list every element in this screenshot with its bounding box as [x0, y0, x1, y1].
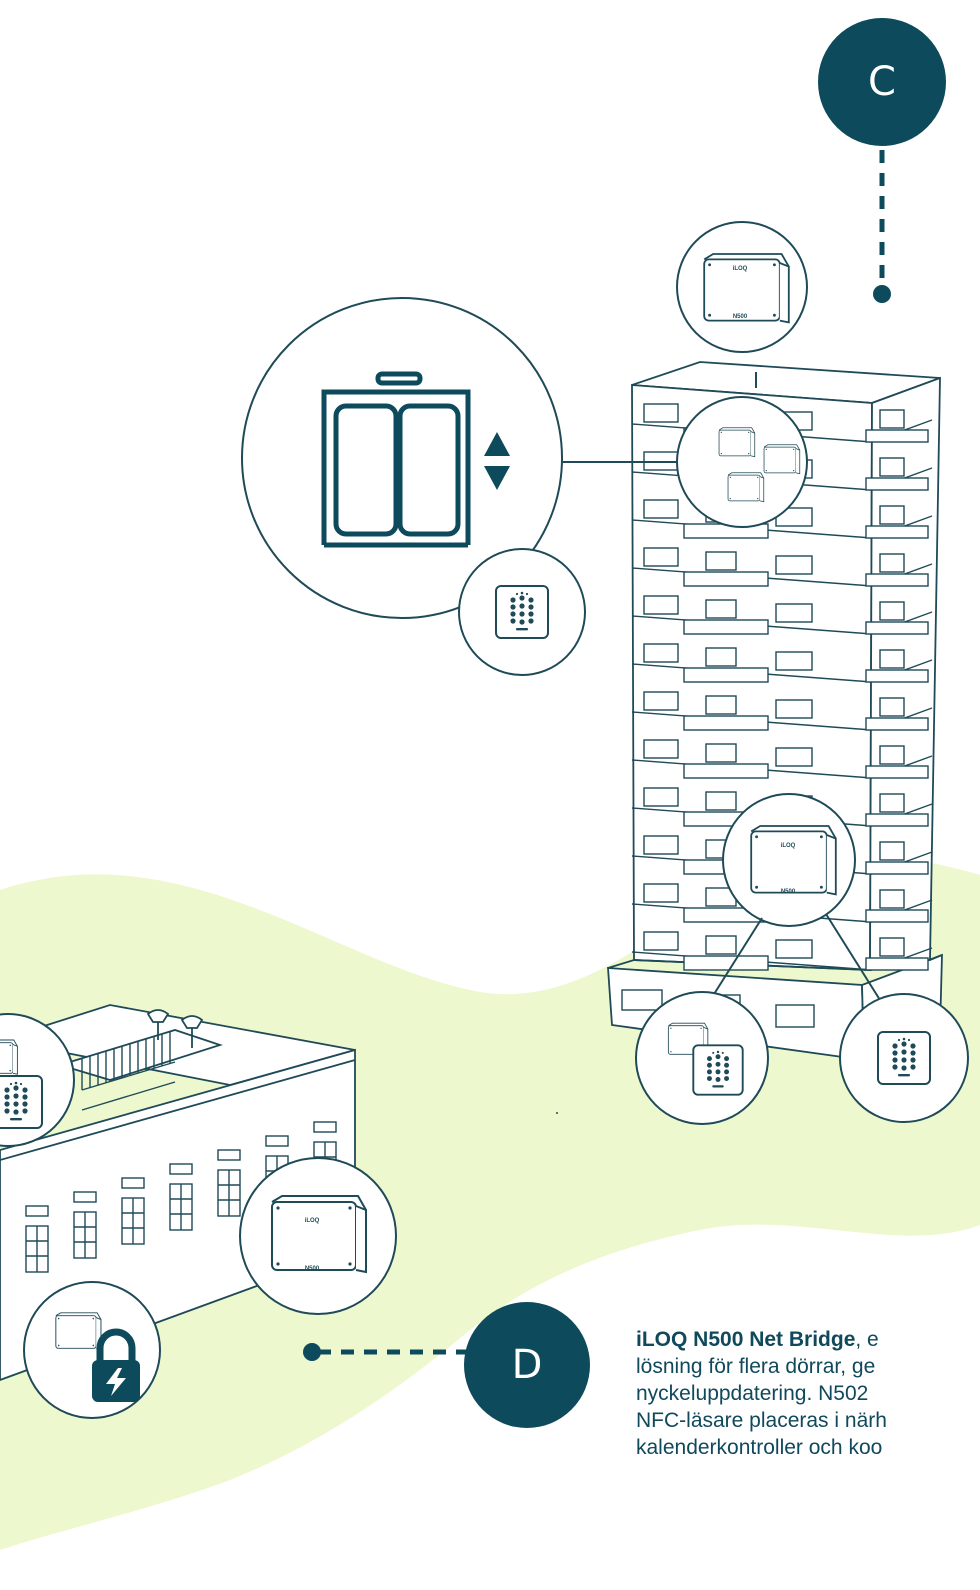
device-brand-label: iLOQ: [305, 1218, 320, 1224]
caption-product-name: iLOQ N500 Net Bridge: [636, 1328, 856, 1351]
connector-c-dot: [873, 285, 891, 303]
net-bridge-callout-top: iLOQ N500: [676, 221, 808, 353]
caption-line-2: lösning för flera dörrar, ge: [636, 1355, 876, 1378]
badge-d-label: D: [512, 1342, 543, 1388]
device-model-label: N500: [305, 1266, 320, 1272]
caption-line-3: nyckeluppdatering. N502: [636, 1382, 869, 1405]
connector-d-dot: [303, 1343, 321, 1361]
badge-d: D: [464, 1302, 590, 1428]
keypad-callout-low-building: [0, 1013, 75, 1147]
caption-line-5: kalenderkontroller och koo: [636, 1436, 883, 1459]
keypad-callout-elevator: [458, 548, 586, 676]
caption-line-1: iLOQ N500 Net Bridge, e: [636, 1326, 980, 1353]
elevator-icon: [321, 371, 471, 548]
device-model-label: N500: [733, 314, 748, 320]
device-brand-label: iLOQ: [733, 266, 748, 272]
lock-controller-callout: [23, 1281, 161, 1419]
badge-c-label: C: [868, 59, 896, 105]
controller-keypad-callout: [635, 991, 769, 1125]
net-bridge-callout-low-building: iLOQ N500: [239, 1157, 397, 1315]
keypad-callout-tower: [839, 993, 969, 1123]
caption-line-4: NFC-läsare placeras i närh: [636, 1409, 887, 1432]
elevator-callout: [241, 297, 563, 619]
device-brand-label: iLOQ: [781, 843, 796, 849]
electric-lock-icon: [92, 1328, 140, 1402]
controllers-callout: [676, 396, 808, 528]
product-description: iLOQ N500 Net Bridge, e lösning för fler…: [636, 1326, 980, 1461]
device-model-label: N500: [781, 889, 796, 895]
net-bridge-callout-tower: iLOQ N500: [722, 793, 856, 927]
caption-line-1-rest: , e: [855, 1328, 879, 1351]
elevator-arrows-icon: [484, 432, 510, 490]
badge-c: C: [818, 18, 946, 146]
